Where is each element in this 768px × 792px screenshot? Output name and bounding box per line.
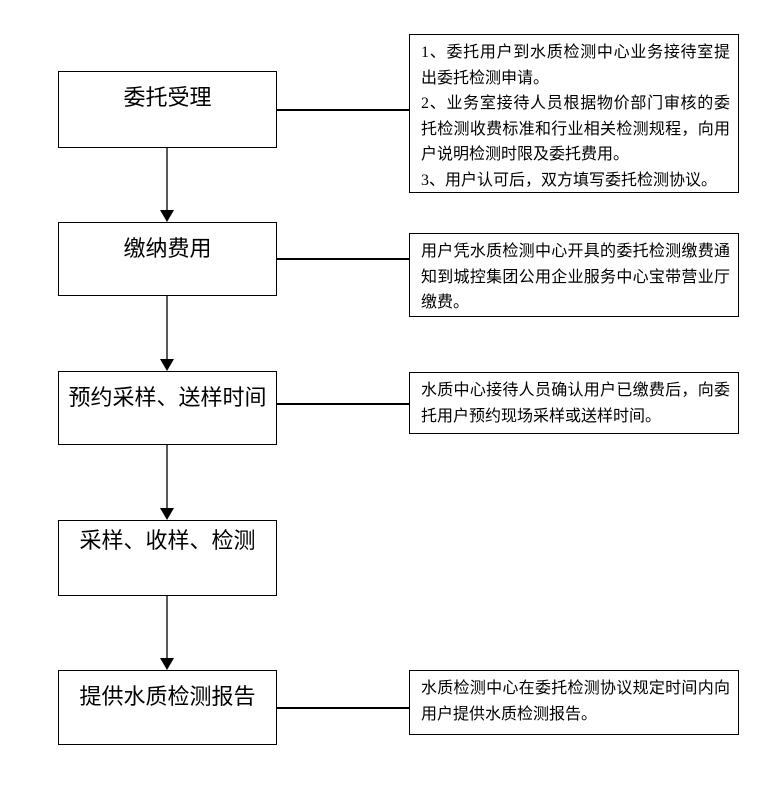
note-item: 水质中心接待人员确认用户已缴费后，向委托用户预约现场采样或送样时间。	[421, 382, 730, 425]
flow-arrow-line-3	[166, 445, 168, 508]
note-item: 用户凭水质检测中心开具的委托检测缴费通知到城控集团公用企业服务中心宝带营业厅缴费…	[421, 243, 730, 311]
note-box-payment-details: 用户凭水质检测中心开具的委托检测缴费通知到城控集团公用企业服务中心宝带营业厅缴费…	[409, 233, 739, 317]
note-item: 水质检测中心在委托检测协议规定时间内向用户提供水质检测报告。	[421, 680, 730, 723]
step-label: 委托受理	[123, 85, 212, 110]
note-item: 1、委托用户到水质检测中心业务接待室提出委托检测申请。	[421, 44, 730, 87]
step-label: 采样、收样、检测	[79, 528, 256, 553]
flow-arrow-line-2	[166, 296, 168, 359]
step-box-sampling-testing: 采样、收样、检测	[58, 520, 277, 596]
step-box-pay-fees: 缴纳费用	[58, 222, 277, 296]
note-connector-line-4	[277, 707, 409, 709]
note-connector-line-1	[277, 109, 409, 111]
step-label: 提供水质检测报告	[79, 684, 256, 709]
note-connector-line-2	[277, 258, 409, 260]
step-box-commission-acceptance: 委托受理	[58, 71, 277, 148]
flow-arrow-line-4	[166, 596, 168, 658]
down-arrowhead-icon-4	[160, 658, 174, 670]
flow-arrow-line-1	[166, 148, 168, 211]
down-arrowhead-icon-1	[160, 210, 174, 222]
step-box-provide-report: 提供水质检测报告	[58, 670, 277, 745]
note-connector-line-3	[277, 403, 409, 405]
note-item: 3、用户认可后，双方填写委托检测协议。	[421, 171, 718, 189]
down-arrowhead-icon-3	[160, 508, 174, 520]
down-arrowhead-icon-2	[160, 359, 174, 371]
note-box-report-details: 水质检测中心在委托检测协议规定时间内向用户提供水质检测报告。	[409, 670, 739, 735]
note-box-appointment-details: 水质中心接待人员确认用户已缴费后，向委托用户预约现场采样或送样时间。	[409, 372, 739, 434]
step-label: 预约采样、送样时间	[68, 385, 267, 410]
note-box-commission-details: 1、委托用户到水质检测中心业务接待室提出委托检测申请。 2、业务室接待人员根据物…	[409, 34, 739, 193]
note-item: 2、业务室接待人员根据物价部门审核的委托检测收费标准和行业相关检测规程，向用户说…	[421, 95, 730, 163]
step-label: 缴纳费用	[123, 236, 212, 261]
step-box-schedule-sampling-time: 预约采样、送样时间	[58, 371, 277, 445]
